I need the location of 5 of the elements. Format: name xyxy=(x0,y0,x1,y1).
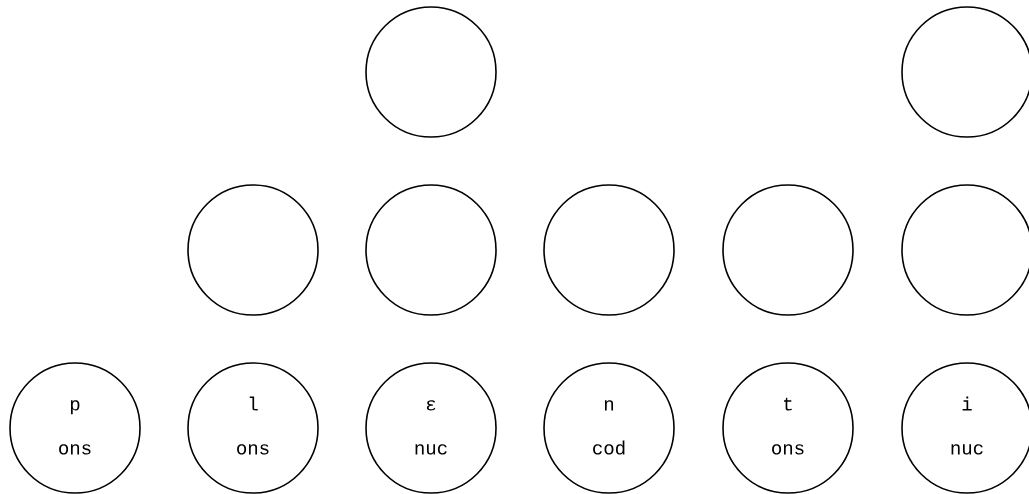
empty-circle xyxy=(365,184,497,316)
empty-circle xyxy=(543,184,675,316)
empty-circle xyxy=(187,184,319,316)
empty-circle xyxy=(722,184,854,316)
empty-circle xyxy=(365,6,497,138)
